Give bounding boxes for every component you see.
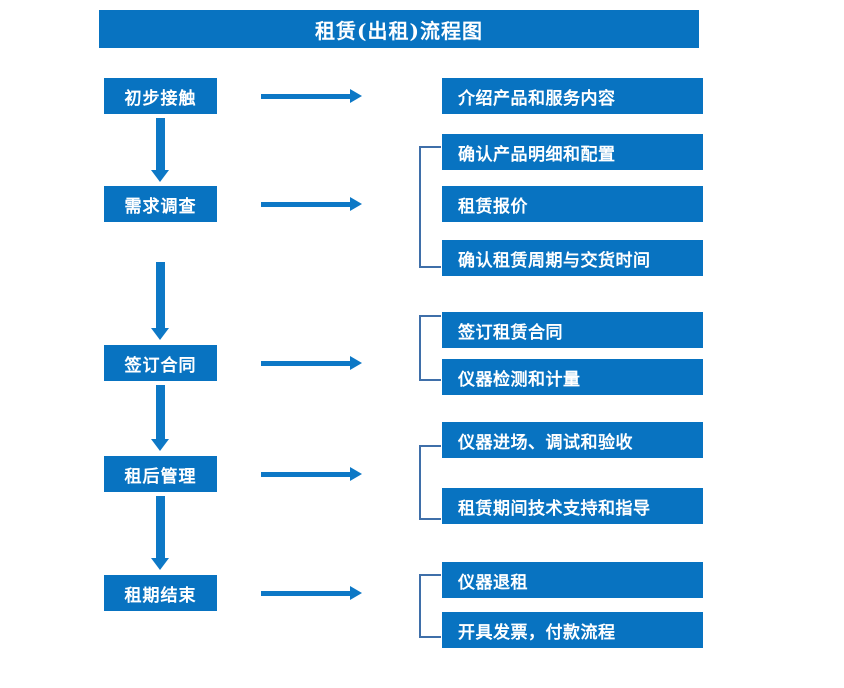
detail-box-5[interactable]: 签订租赁合同 <box>442 312 703 348</box>
stage-label-1: 初步接触 <box>124 88 197 109</box>
stage-box-5[interactable]: 租期结束 <box>104 575 217 611</box>
stage-label-4: 租后管理 <box>124 466 197 487</box>
arrow-head <box>350 356 362 370</box>
stage-box-3[interactable]: 签订合同 <box>104 345 217 381</box>
detail-box-1[interactable]: 介绍产品和服务内容 <box>442 78 703 114</box>
detail-label-8: 租赁期间技术支持和指导 <box>458 498 651 519</box>
arrow-head <box>350 467 362 481</box>
arrow-shaft <box>261 472 351 477</box>
stage-box-4[interactable]: 租后管理 <box>104 456 217 492</box>
arrow-shaft <box>156 496 165 558</box>
arrow-head <box>151 328 169 340</box>
right-arrow-icon-5 <box>261 586 362 600</box>
detail-label-9: 仪器退租 <box>458 572 528 593</box>
stage-label-3: 签订合同 <box>124 355 197 376</box>
down-arrow-icon-1 <box>151 118 169 182</box>
down-arrow-icon-3 <box>151 385 169 451</box>
group-bracket-icon-1 <box>419 146 441 268</box>
right-arrow-icon-3 <box>261 356 362 370</box>
right-arrow-icon-1 <box>261 89 362 103</box>
right-arrow-icon-4 <box>261 467 362 481</box>
arrow-head <box>350 89 362 103</box>
detail-box-2[interactable]: 确认产品明细和配置 <box>442 134 703 170</box>
arrow-head <box>350 197 362 211</box>
diagram-title: 租赁(出租)流程图 <box>315 18 483 43</box>
down-arrow-icon-4 <box>151 496 169 570</box>
detail-label-7: 仪器进场、调试和验收 <box>458 432 633 453</box>
arrow-shaft <box>156 385 165 439</box>
detail-label-3: 租赁报价 <box>458 196 528 217</box>
group-bracket-icon-3 <box>419 445 441 520</box>
detail-box-8[interactable]: 租赁期间技术支持和指导 <box>442 488 703 524</box>
down-arrow-icon-2 <box>151 262 169 340</box>
detail-box-10[interactable]: 开具发票，付款流程 <box>442 612 703 648</box>
arrow-shaft <box>261 94 351 99</box>
detail-label-2: 确认产品明细和配置 <box>458 144 616 165</box>
arrow-head <box>151 558 169 570</box>
arrow-shaft <box>156 262 165 328</box>
arrow-shaft <box>156 118 165 170</box>
detail-label-10: 开具发票，付款流程 <box>458 622 616 643</box>
stage-label-5: 租期结束 <box>124 585 197 606</box>
detail-box-7[interactable]: 仪器进场、调试和验收 <box>442 422 703 458</box>
arrow-head <box>151 439 169 451</box>
group-bracket-icon-2 <box>419 315 441 381</box>
stage-box-2[interactable]: 需求调查 <box>104 186 217 222</box>
detail-box-6[interactable]: 仪器检测和计量 <box>442 359 703 395</box>
detail-label-6: 仪器检测和计量 <box>458 369 581 390</box>
group-bracket-icon-4 <box>419 574 441 638</box>
arrow-shaft <box>261 202 351 207</box>
detail-label-5: 签订租赁合同 <box>458 322 563 343</box>
detail-box-3[interactable]: 租赁报价 <box>442 186 703 222</box>
arrow-shaft <box>261 361 351 366</box>
detail-box-4[interactable]: 确认租赁周期与交货时间 <box>442 240 703 276</box>
detail-label-1: 介绍产品和服务内容 <box>458 88 616 109</box>
arrow-head <box>350 586 362 600</box>
diagram-title-bar: 租赁(出租)流程图 <box>99 10 699 48</box>
detail-box-9[interactable]: 仪器退租 <box>442 562 703 598</box>
arrow-head <box>151 170 169 182</box>
arrow-shaft <box>261 591 351 596</box>
stage-box-1[interactable]: 初步接触 <box>104 78 217 114</box>
detail-label-4: 确认租赁周期与交货时间 <box>458 250 651 271</box>
stage-label-2: 需求调查 <box>124 196 197 217</box>
right-arrow-icon-2 <box>261 197 362 211</box>
